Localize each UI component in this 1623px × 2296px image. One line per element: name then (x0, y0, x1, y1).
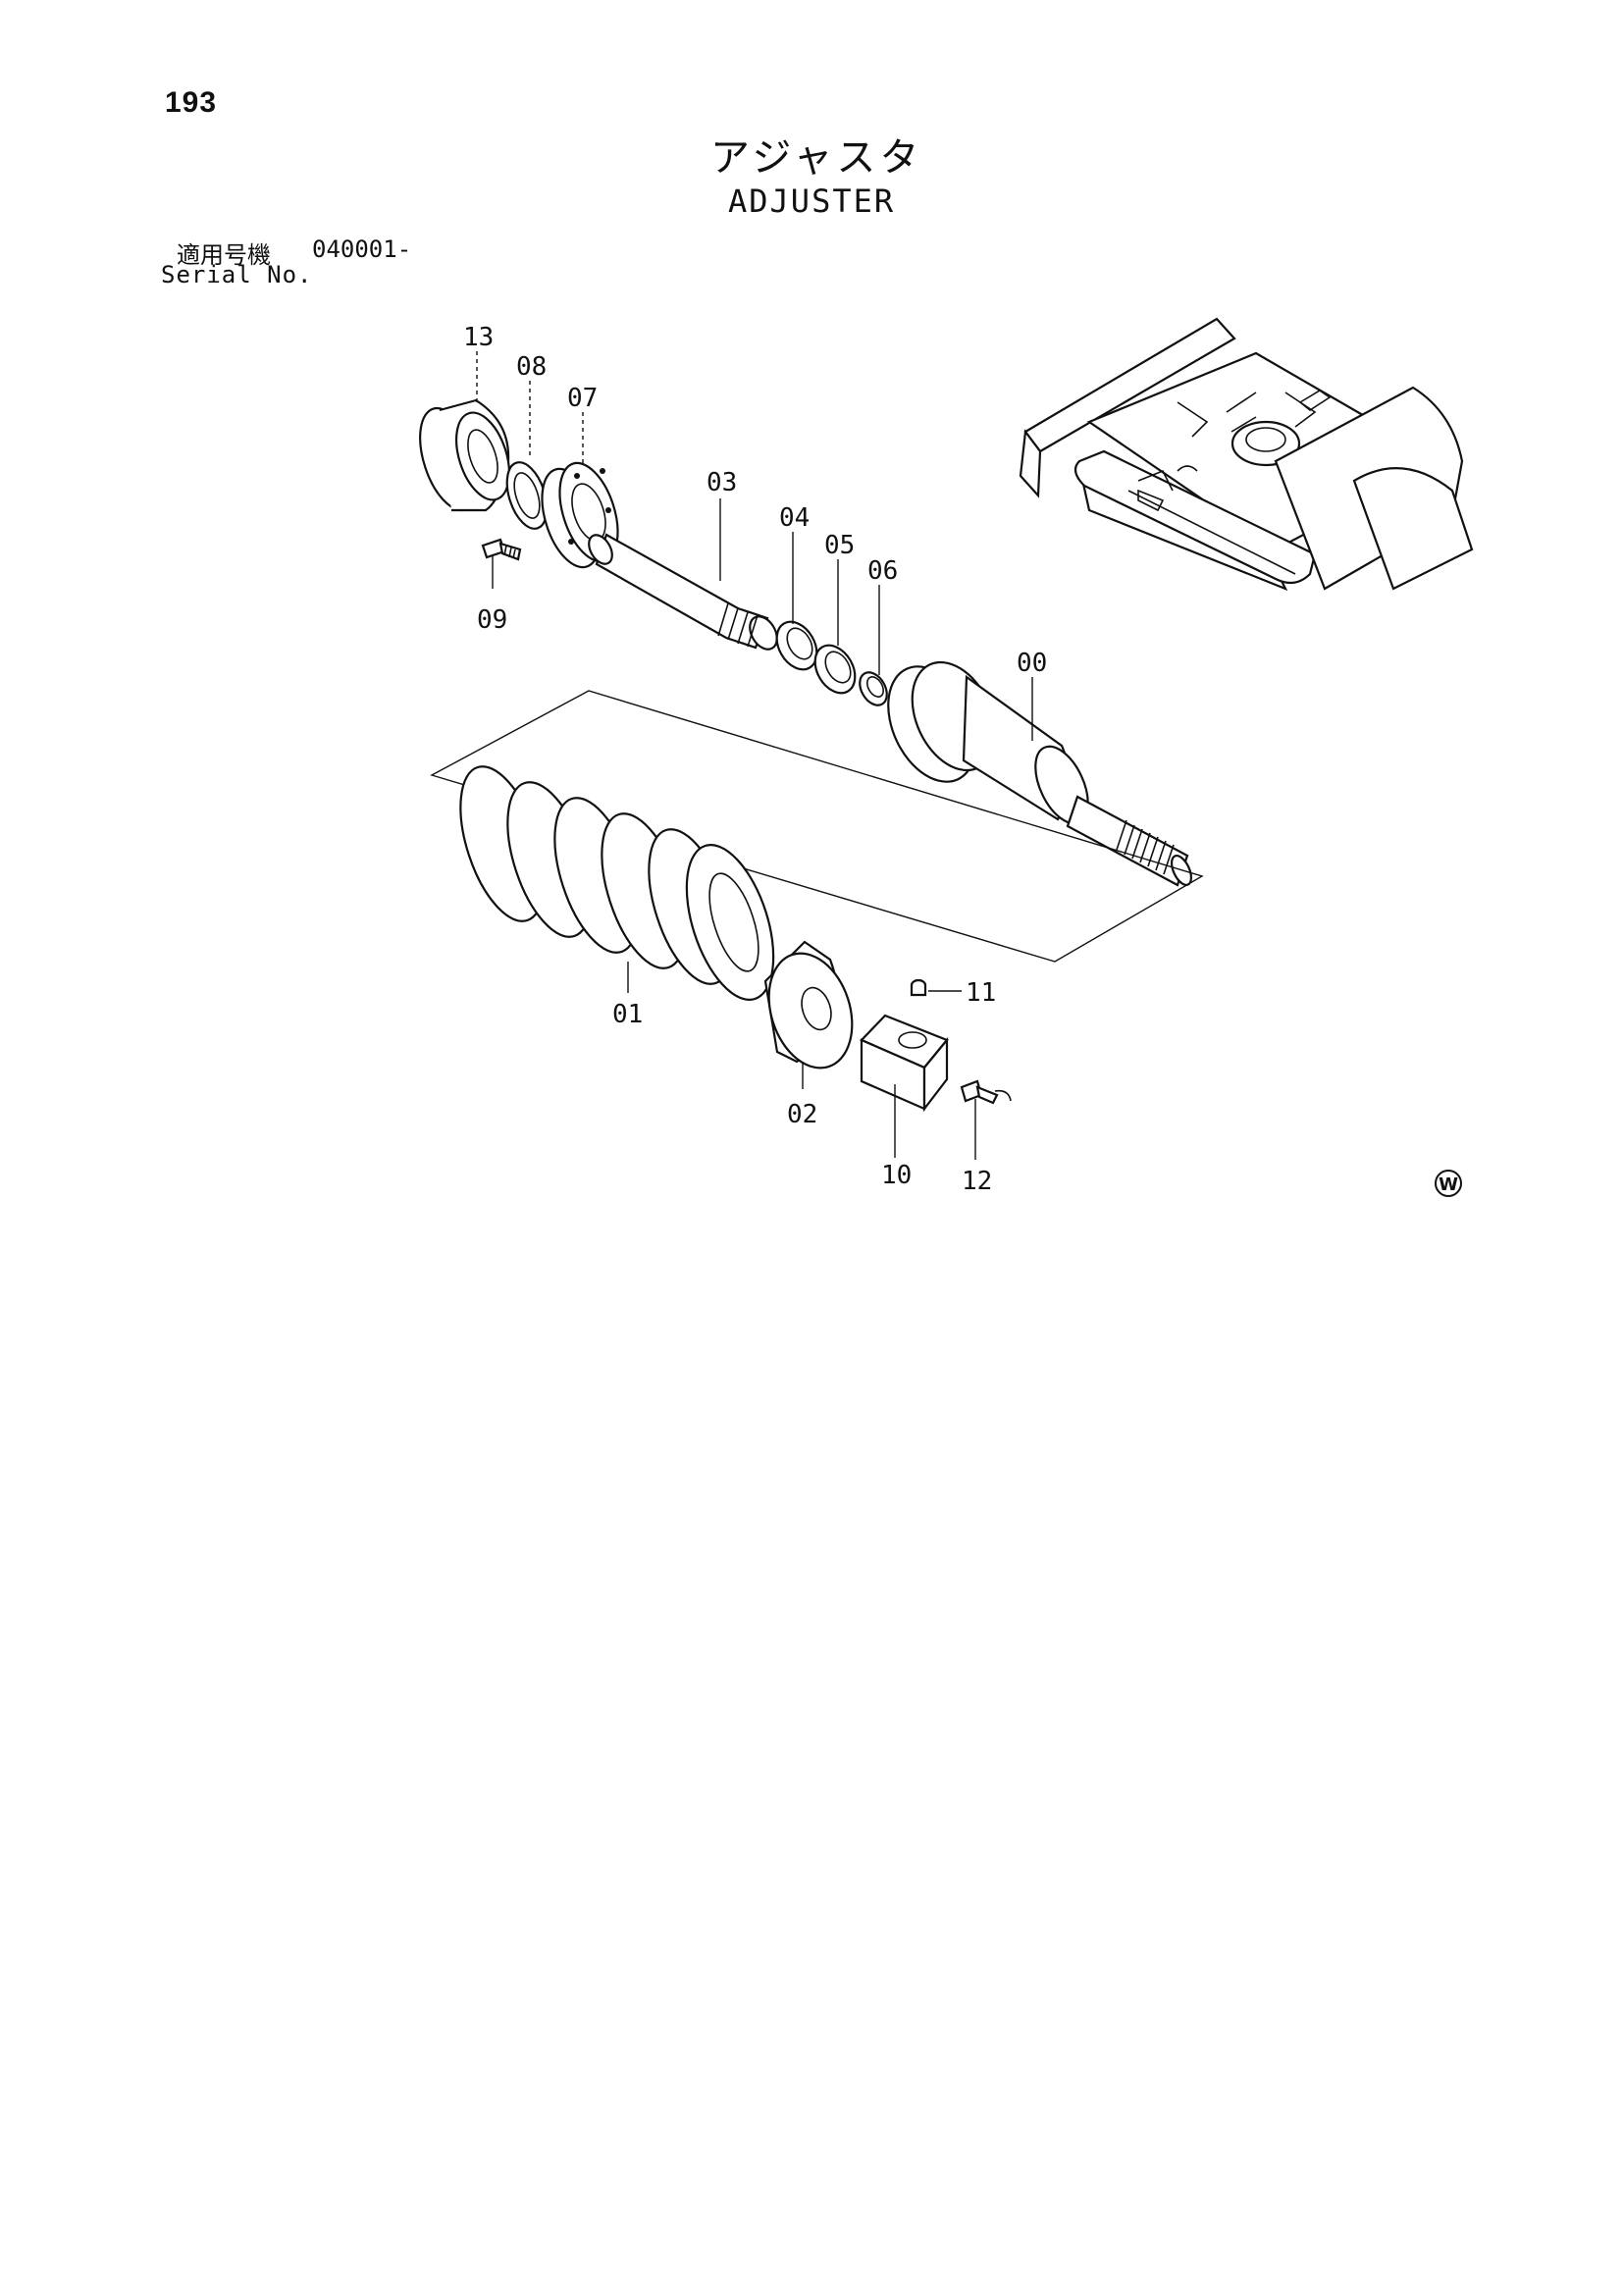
part-05-ring (813, 644, 857, 695)
serial-label-japanese: 適用号機 (177, 241, 271, 269)
part-13-collar (419, 398, 510, 512)
label-part-08: 08 (516, 352, 547, 382)
circled-w-mark: W (1435, 1170, 1462, 1197)
part-02-spring-seat (763, 940, 854, 1070)
label-part-06: 06 (867, 556, 898, 586)
part-08-ring (505, 461, 549, 530)
label-part-13: 13 (463, 323, 494, 352)
circled-w-letter: W (1439, 1174, 1458, 1195)
part-12-grease-fitting (960, 1079, 1012, 1105)
serial-label-english: Serial No. (161, 261, 313, 288)
label-part-05: 05 (824, 531, 855, 560)
label-part-10: 10 (881, 1161, 912, 1190)
part-11-plug (910, 978, 927, 997)
spring-group-outline (430, 690, 1204, 963)
label-part-03: 03 (707, 468, 737, 497)
part-09-bolt (481, 538, 522, 561)
label-part-04: 04 (779, 503, 810, 533)
page-title-japanese: アジャスタ (710, 135, 923, 181)
label-part-02: 02 (787, 1100, 817, 1129)
part-06-snap-ring (859, 671, 888, 706)
undercarriage-illustration (1019, 317, 1474, 592)
label-part-01: 01 (612, 1000, 643, 1029)
page-title-english: ADJUSTER (728, 183, 896, 220)
part-03-rod (588, 533, 778, 651)
part-00-cylinder (887, 660, 1193, 887)
part-01-spring (459, 765, 775, 1001)
label-part-12: 12 (962, 1167, 992, 1196)
page-number: 193 (165, 86, 218, 119)
label-part-07: 07 (567, 384, 598, 413)
label-part-11: 11 (966, 978, 996, 1008)
serial-number-value: 040001- (312, 235, 412, 263)
label-part-00: 00 (1017, 649, 1047, 678)
label-part-09: 09 (477, 605, 507, 635)
part-10-valve-block (860, 1014, 949, 1113)
part-04-seal (775, 620, 818, 671)
